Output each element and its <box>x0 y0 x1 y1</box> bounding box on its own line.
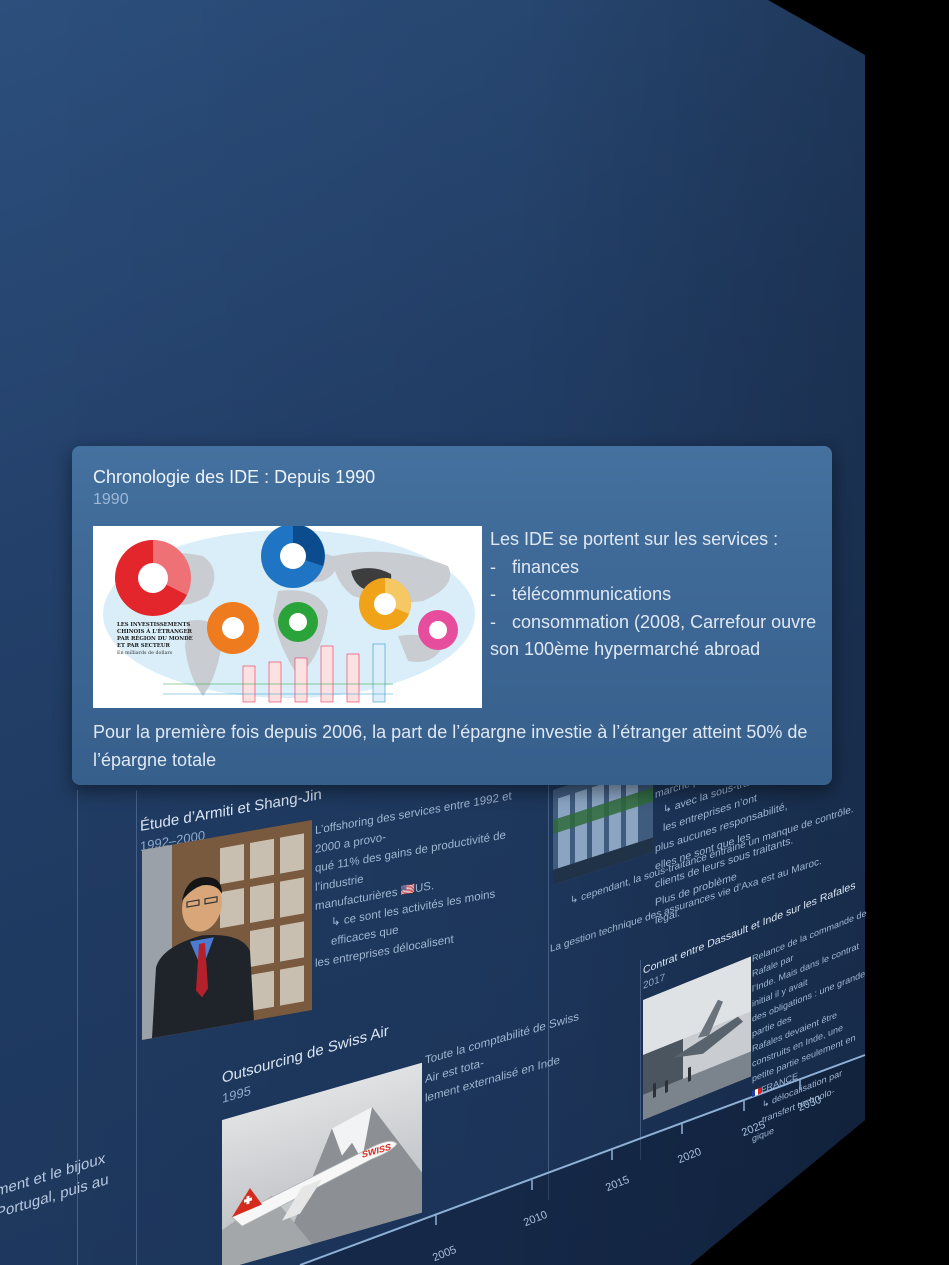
timeline-connector <box>640 960 641 1160</box>
focus-event-card[interactable]: Chronologie des IDE : Depuis 1990 1990 <box>72 446 832 785</box>
description-line: US. <box>415 879 435 896</box>
portrait-photo <box>142 820 312 1040</box>
donut-oceania <box>418 610 458 650</box>
donut-north-america <box>115 540 192 616</box>
world-map-infographic: LES INVESTISSEMENTS CHINOIS À L'ÉTRANGER… <box>93 524 482 708</box>
portrait-illustration <box>142 820 312 1040</box>
rafale-illustration <box>643 956 751 1120</box>
donut-europe <box>261 524 325 588</box>
infographic-caption: CHINOIS À L'ÉTRANGER <box>117 627 192 635</box>
donut-south-america <box>207 602 259 654</box>
timeline-connector <box>136 790 137 1265</box>
infographic-caption: LES INVESTISSEMENTS <box>117 622 190 628</box>
donut-asia <box>359 578 411 630</box>
france-flag-icon <box>752 1087 761 1097</box>
infographic-image[interactable]: LES INVESTISSEMENTS CHINOIS À L'ÉTRANGER… <box>93 524 482 708</box>
infographic-caption: PAR RÉGION DU MONDE <box>117 634 193 642</box>
card-description: Les IDE se portent sur les services : fi… <box>490 526 820 664</box>
card-footer-text: Pour la première fois depuis 2006, la pa… <box>93 722 808 770</box>
timeline-connector <box>77 790 78 1265</box>
infographic-caption: ET PAR SECTEUR <box>117 643 170 649</box>
swissair-illustration: SWISS <box>222 1062 422 1265</box>
card-date: 1990 <box>93 491 129 508</box>
services-item: finances <box>490 554 820 582</box>
services-intro: Les IDE se portent sur les services : <box>490 529 779 549</box>
donut-africa <box>278 602 318 642</box>
services-item: télécommunications <box>490 581 820 609</box>
services-item: consommation (2008, Carrefour ouvre son … <box>490 609 820 664</box>
infographic-bars <box>163 643 393 703</box>
building-illustration <box>553 757 653 885</box>
timeline-connector <box>548 780 549 1200</box>
rafale-photo <box>643 956 751 1120</box>
building-photo <box>553 757 653 885</box>
swissair-photo: SWISS <box>222 1062 422 1265</box>
us-flag-icon: 🇺🇸 <box>400 883 415 898</box>
card-title: Chronologie des IDE : Depuis 1990 <box>93 467 376 487</box>
infographic-caption: En milliards de dollars <box>117 650 173 656</box>
